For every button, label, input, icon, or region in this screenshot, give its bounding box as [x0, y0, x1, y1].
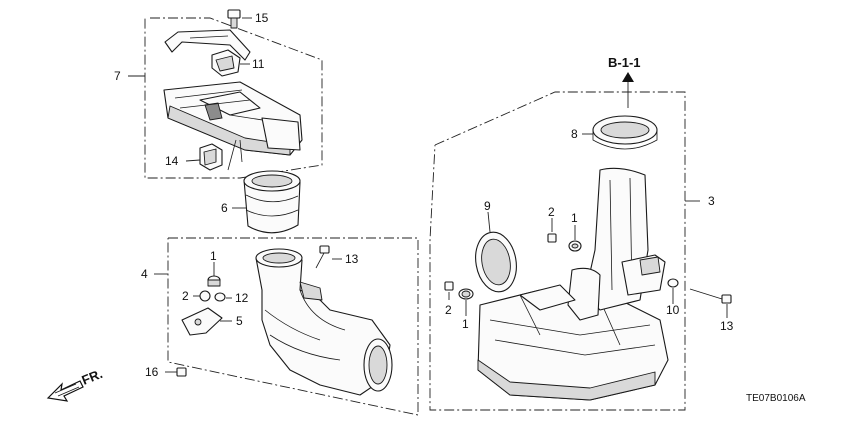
- grommet-1a-part: [207, 275, 221, 287]
- callout-1b: 1: [571, 211, 578, 225]
- callout-8: 8: [571, 127, 578, 141]
- front-label: FR.: [80, 366, 105, 388]
- callout-1a: 1: [210, 249, 217, 263]
- callout-2a: 2: [182, 289, 189, 303]
- bolt-2c-part: [444, 281, 454, 291]
- bolt-13a-part: [315, 245, 330, 269]
- front-direction-arrow: [46, 380, 84, 402]
- callout-9: 9: [484, 199, 491, 213]
- seal-8-part: [592, 115, 658, 150]
- callout-13a: 13: [345, 252, 359, 266]
- callout-12: 12: [235, 291, 249, 305]
- bracket-5-part: [181, 307, 223, 336]
- clip-11-part: [211, 49, 241, 77]
- bolt-2b-part: [547, 233, 557, 243]
- callout-5: 5: [236, 314, 243, 328]
- callout-1c: 1: [462, 317, 469, 331]
- leader-lines: [128, 17, 728, 373]
- callout-2c: 2: [445, 303, 452, 317]
- collar-12-part: [214, 292, 226, 302]
- drawing-code: TE07B0106A: [746, 393, 806, 404]
- bolt-13b-part: [689, 288, 732, 304]
- air-tube-6-part: [243, 170, 301, 234]
- bolt-15-part: [227, 9, 241, 29]
- callout-3: 3: [708, 194, 715, 208]
- seal-9-part: [475, 231, 517, 293]
- intake-duct-part: [255, 248, 393, 396]
- callout-4: 4: [141, 267, 148, 281]
- bolt-2a-part: [199, 290, 211, 302]
- callout-6: 6: [221, 201, 228, 215]
- callout-13b: 13: [720, 319, 734, 333]
- callout-16: 16: [145, 365, 159, 379]
- grommet-1c-part: [458, 288, 474, 300]
- callout-10: 10: [666, 303, 680, 317]
- frame-group-4: [167, 237, 419, 416]
- reference-label: B-1-1: [608, 55, 641, 70]
- clip-14-part: [199, 143, 223, 171]
- air-cleaner-case-part: [477, 167, 669, 401]
- callout-11: 11: [252, 57, 265, 71]
- frame-group-3: [429, 91, 686, 411]
- mounting-bracket-part: [164, 29, 251, 61]
- callout-7: 7: [114, 69, 121, 83]
- grommet-1b-part: [568, 240, 582, 252]
- callout-14: 14: [165, 154, 179, 168]
- frame-group-7: [144, 17, 323, 179]
- bolt-16-part: [176, 367, 187, 377]
- callout-15: 15: [255, 11, 269, 25]
- callout-2b: 2: [548, 205, 555, 219]
- grommet-10-part: [667, 278, 679, 288]
- resonator-cover-part: [163, 81, 303, 171]
- reference-arrow: [622, 72, 634, 108]
